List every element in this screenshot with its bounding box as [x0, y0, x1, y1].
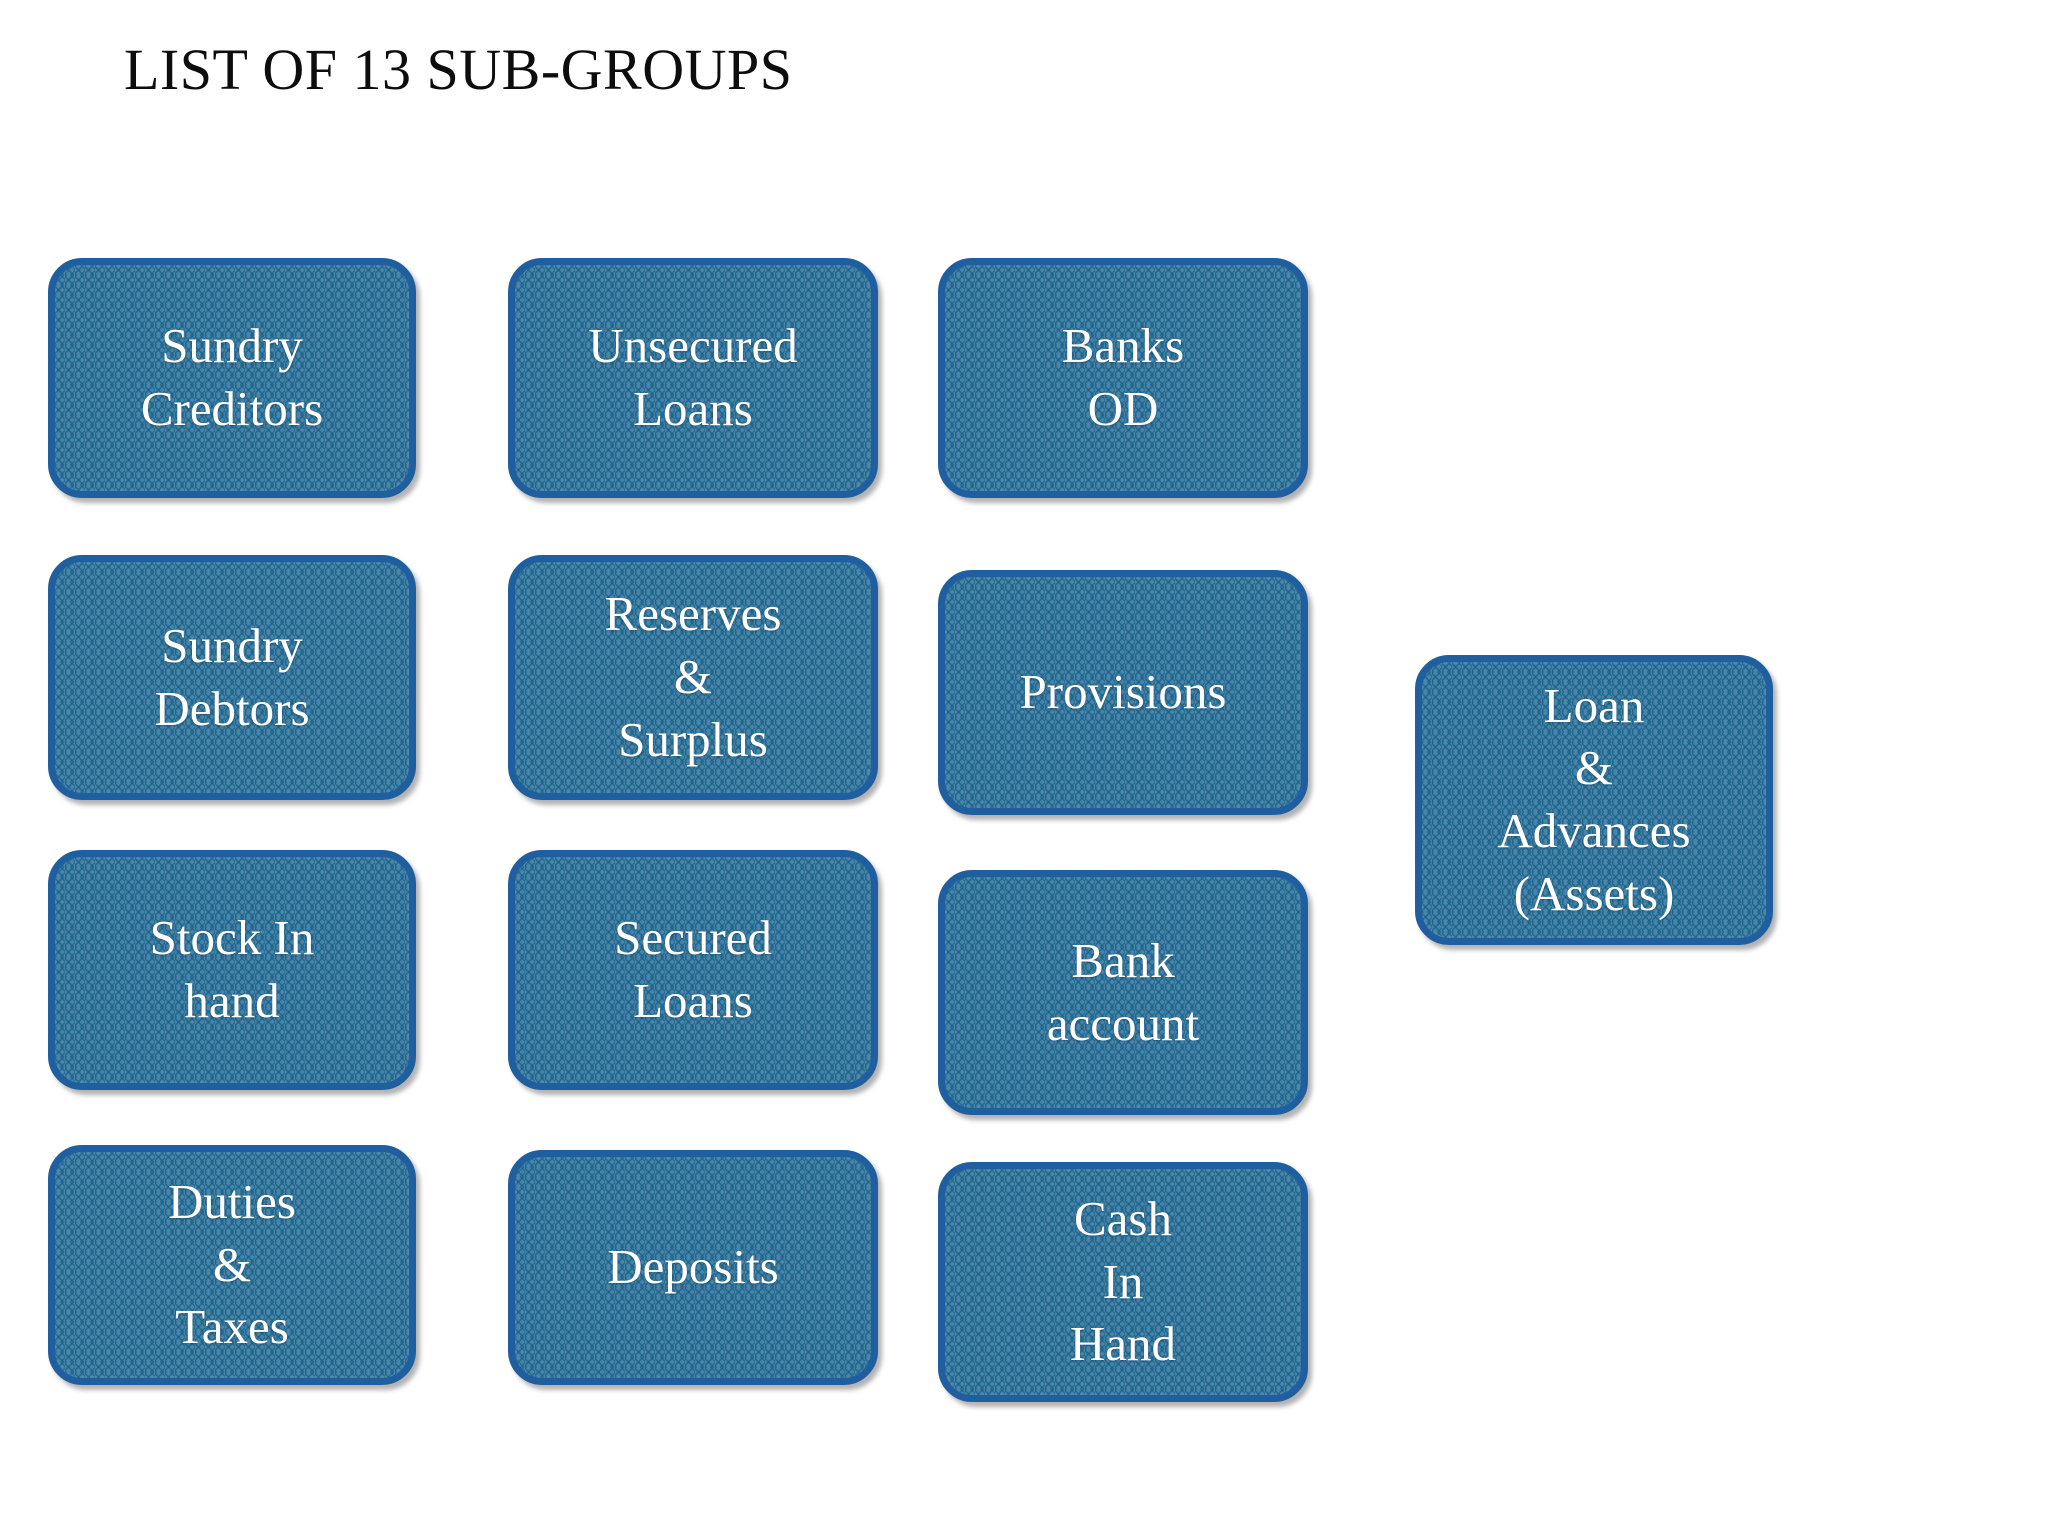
- page-title: LIST OF 13 SUB-GROUPS: [124, 37, 793, 102]
- node-banks-od[interactable]: Banks OD: [938, 258, 1308, 498]
- node-label: Provisions: [1019, 664, 1227, 720]
- node-label: Secured Loans: [614, 910, 772, 1028]
- node-sundry-debtors[interactable]: Sundry Debtors: [48, 555, 416, 800]
- node-label: Sundry Debtors: [154, 617, 310, 736]
- node-label: Cash In Hand: [1069, 1190, 1177, 1372]
- node-duties-and-taxes[interactable]: Duties & Taxes: [48, 1145, 416, 1385]
- node-unsecured-loans[interactable]: Unsecured Loans: [508, 258, 878, 498]
- node-provisions[interactable]: Provisions: [938, 570, 1308, 815]
- node-deposits[interactable]: Deposits: [508, 1150, 878, 1385]
- node-label: Duties & Taxes: [168, 1173, 296, 1355]
- node-bank-account[interactable]: Bank account: [938, 870, 1308, 1115]
- node-label: Reserves & Surplus: [604, 586, 782, 767]
- node-label: Bank account: [1046, 932, 1200, 1051]
- node-label: Unsecured Loans: [588, 318, 798, 436]
- node-label: Stock In hand: [149, 910, 315, 1028]
- node-stock-in-hand[interactable]: Stock In hand: [48, 850, 416, 1090]
- node-sundry-creditors[interactable]: Sundry Creditors: [48, 258, 416, 498]
- node-secured-loans[interactable]: Secured Loans: [508, 850, 878, 1090]
- node-label: Sundry Creditors: [140, 318, 324, 436]
- node-label: Banks OD: [1061, 318, 1185, 436]
- node-loan-and-advances-assets[interactable]: Loan & Advances (Assets): [1415, 655, 1773, 945]
- node-cash-in-hand[interactable]: Cash In Hand: [938, 1162, 1308, 1402]
- node-reserves-and-surplus[interactable]: Reserves & Surplus: [508, 555, 878, 800]
- node-label: Deposits: [607, 1239, 779, 1295]
- node-label: Loan & Advances (Assets): [1497, 677, 1691, 921]
